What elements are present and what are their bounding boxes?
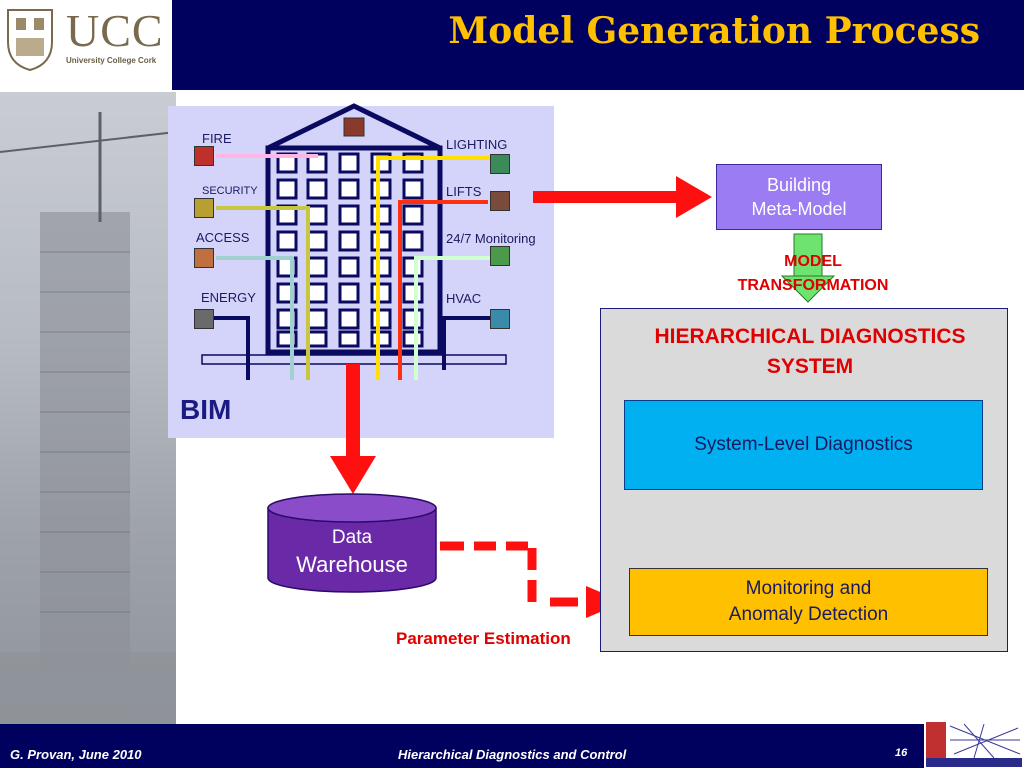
data-warehouse-cylinder: [267, 493, 437, 593]
security-icon: [194, 198, 214, 218]
bim-to-warehouse-arrow: [330, 364, 376, 494]
hvac-icon: [490, 309, 510, 329]
monitoring-icon: [490, 246, 510, 266]
model-transformation-label: MODEL TRANSFORMATION: [700, 250, 926, 298]
system-level-diagnostics-box: System-Level Diagnostics: [624, 400, 983, 490]
parameter-estimation-arrow: [440, 541, 578, 607]
bim-to-metamodel-arrow: [533, 176, 712, 218]
footer-author: G. Provan, June 2010: [10, 747, 142, 762]
meta-model-line1: Building: [766, 175, 832, 195]
service-access-label: ACCESS: [196, 230, 250, 245]
monitoring-anomaly-box: Monitoring and Anomaly Detection: [629, 568, 988, 636]
service-fire-label: FIRE: [202, 131, 232, 146]
lifts-icon: [490, 191, 510, 211]
slide-title: Model Generation Process: [448, 10, 980, 52]
transformation-arrow: [780, 233, 836, 303]
energy-icon: [194, 309, 214, 329]
monitoring-line1: Monitoring and: [745, 578, 872, 599]
ccsl-logo: [924, 720, 1024, 768]
warehouse-line2: Warehouse: [296, 552, 408, 577]
footer-subject: Hierarchical Diagnostics and Control: [398, 747, 627, 762]
ucc-wordmark: UCC: [66, 5, 164, 56]
footer-bar: [0, 724, 1024, 768]
ucc-logo: UCC University College Cork: [0, 0, 172, 90]
system-level-label: System-Level Diagnostics: [694, 434, 913, 455]
access-icon: [194, 248, 214, 268]
meta-model-line2: Meta-Model: [751, 199, 847, 219]
transformation-line2: TRANSFORMATION: [737, 277, 889, 294]
construction-photo: [0, 92, 177, 724]
service-energy-label: ENERGY: [201, 290, 256, 305]
building-diagram: [201, 103, 507, 380]
crest-icon: [7, 9, 53, 72]
lighting-icon: [490, 154, 510, 174]
transformation-line1: MODEL: [784, 253, 842, 270]
service-hvac-label: HVAC: [446, 291, 482, 306]
hds-title-line1: HIERARCHICAL DIAGNOSTICS: [654, 325, 966, 348]
bim-label: BIM: [180, 394, 232, 425]
building-meta-model-box: Building Meta-Model: [716, 164, 882, 230]
service-lifts-label: LIFTS: [446, 184, 482, 199]
service-monitoring-label: 24/7 Monitoring: [446, 231, 536, 246]
fire-icon: [194, 146, 214, 166]
ucc-subtitle: University College Cork: [66, 56, 157, 65]
monitoring-line2: Anomaly Detection: [728, 604, 889, 625]
service-lighting-label: LIGHTING: [446, 137, 508, 152]
network-logo-icon: [926, 722, 1022, 767]
parameter-estimation-label: Parameter Estimation: [396, 629, 571, 648]
service-security-label: SECURITY: [202, 185, 258, 197]
hds-title-line2: SYSTEM: [766, 355, 854, 378]
tower-crane-image: [0, 112, 177, 724]
hds-title: HIERARCHICAL DIAGNOSTICS SYSTEM: [612, 322, 1008, 382]
warehouse-line1: Data: [331, 527, 373, 548]
data-warehouse-label: Data Warehouse: [268, 524, 436, 578]
footer-page-number: 16: [895, 747, 908, 759]
